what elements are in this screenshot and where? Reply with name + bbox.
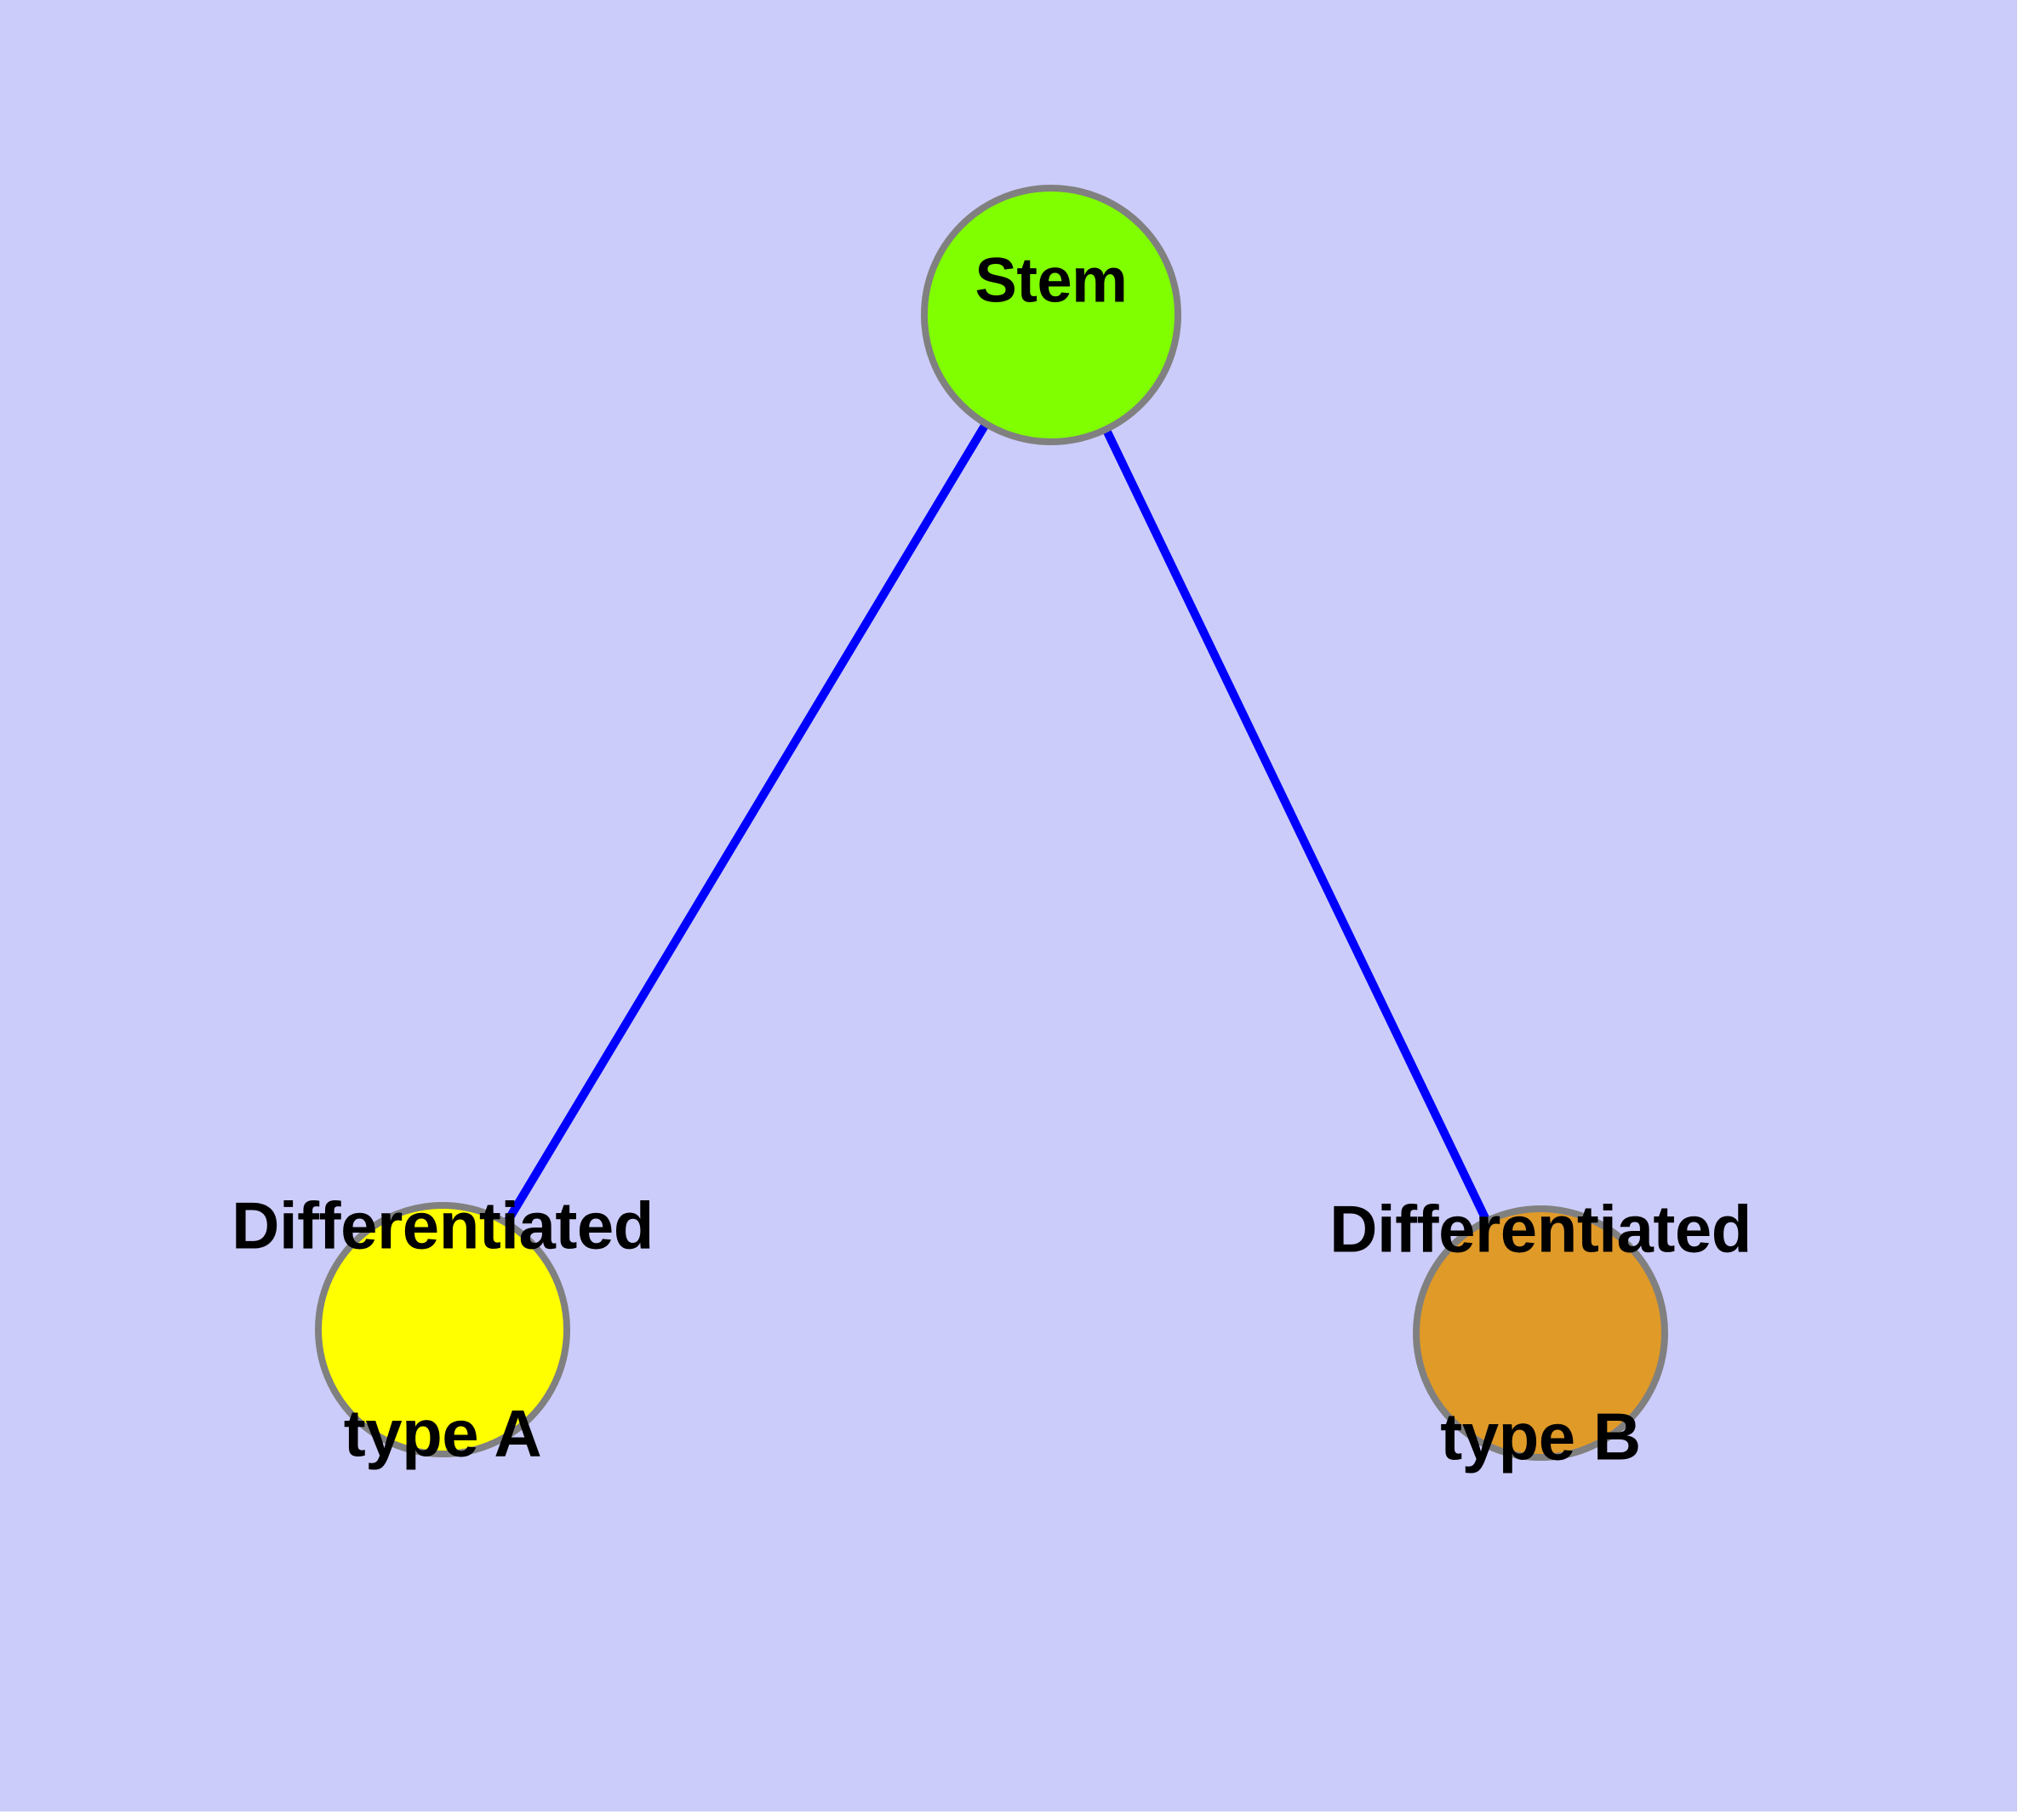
- node-differentiated-type-a[interactable]: [315, 1202, 570, 1457]
- edge-stem-to-differentiated-type-a: [438, 312, 1055, 1332]
- edge-layer: [438, 312, 1545, 1336]
- node-differentiated-type-b[interactable]: [1413, 1205, 1668, 1461]
- edge-stem-to-differentiated-type-b: [1047, 312, 1545, 1336]
- node-stem[interactable]: [921, 185, 1181, 445]
- node-layer: [315, 185, 1668, 1461]
